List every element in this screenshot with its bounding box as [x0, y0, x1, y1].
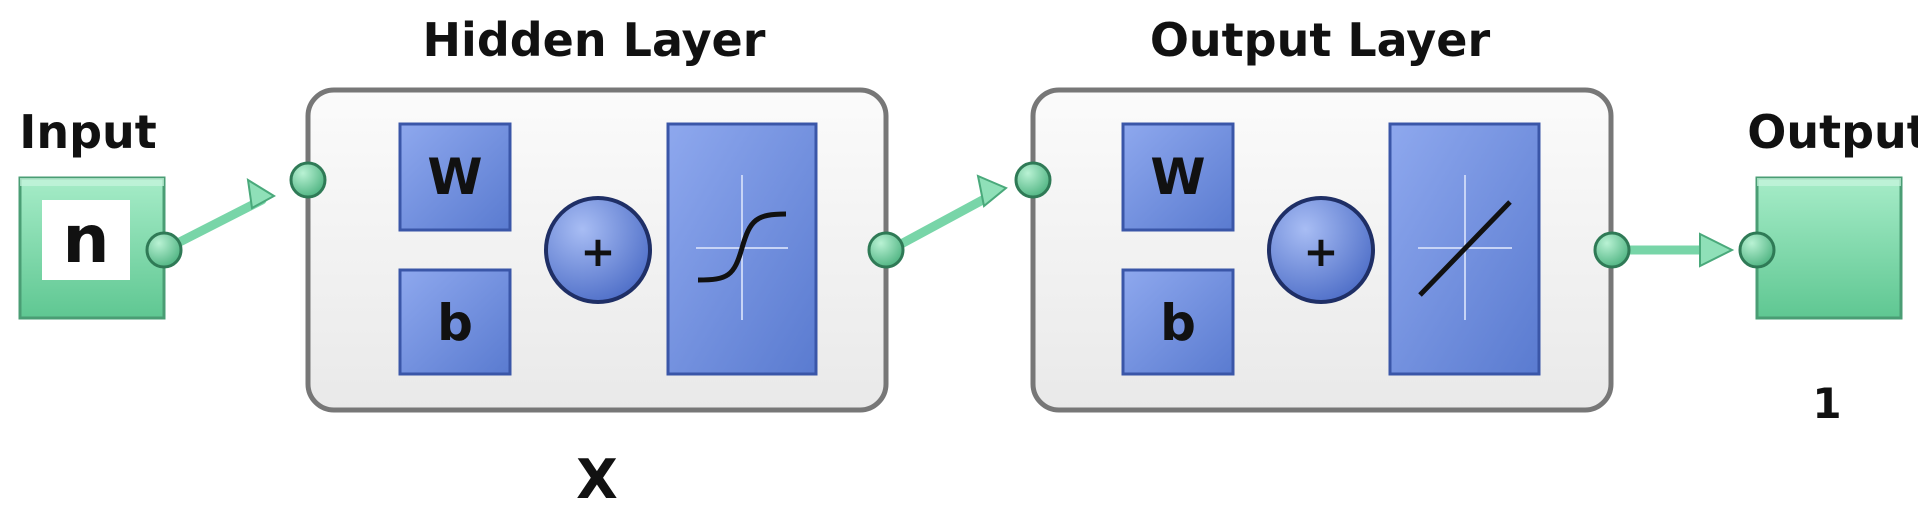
output-weight-label: W — [1150, 148, 1205, 206]
hidden-bias-box: b — [398, 268, 512, 376]
hidden-weight-label: W — [427, 148, 482, 206]
hidden-layer-title: Hidden Layer — [423, 13, 766, 67]
hidden-weight-box: W — [398, 122, 512, 232]
output-weight-box: W — [1121, 122, 1235, 232]
output-layer-input-dot — [1014, 161, 1052, 199]
input-block: n — [18, 176, 166, 320]
input-symbol-box — [42, 200, 130, 280]
input-title: Input — [19, 105, 157, 159]
hidden-transfer-function-sigmoid — [666, 122, 818, 376]
hidden-layer-size: X — [576, 448, 618, 505]
output-layer-output-dot — [1593, 231, 1631, 269]
hidden-layer-input-dot — [289, 161, 327, 199]
output-transfer-function-linear — [1388, 122, 1541, 376]
arrow-input-to-hidden — [246, 178, 276, 210]
output-size: 1 — [1812, 379, 1841, 428]
output-block — [1755, 176, 1903, 320]
arrow-hidden-to-output-layer — [976, 174, 1008, 208]
hidden-bias-label: b — [437, 294, 473, 352]
hidden-layer-output-dot — [867, 231, 905, 269]
output-bias-label: b — [1160, 294, 1196, 352]
output-sum-node: + — [1267, 196, 1375, 304]
input-connector-dot — [145, 231, 183, 269]
arrow-to-output — [1699, 232, 1735, 268]
output-connector-dot — [1738, 231, 1776, 269]
output-sum-label: + — [1303, 227, 1338, 276]
output-title: Output — [1747, 105, 1918, 159]
input-symbol: n — [63, 201, 110, 278]
output-layer-title: Output Layer — [1150, 13, 1491, 67]
hidden-sum-label: + — [580, 227, 615, 276]
hidden-sum-node: + — [544, 196, 652, 304]
output-bias-box: b — [1121, 268, 1235, 376]
